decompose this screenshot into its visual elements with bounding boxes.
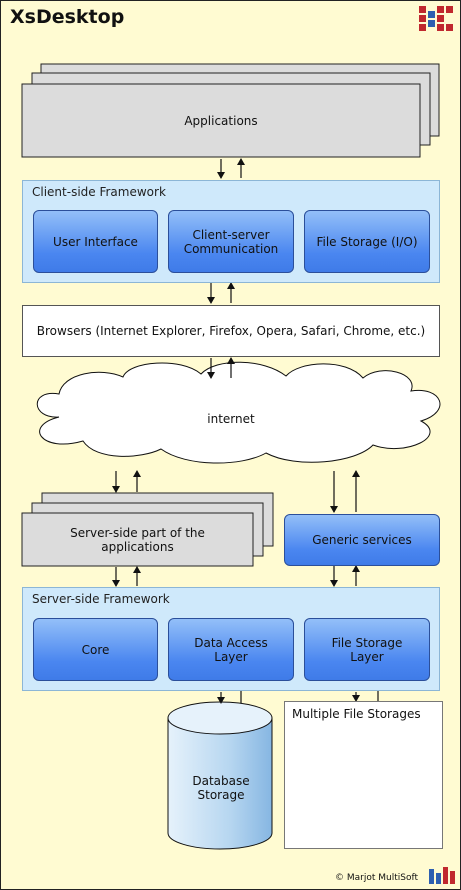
core-box: Core bbox=[33, 618, 158, 681]
company-logo bbox=[419, 6, 453, 31]
database-storage-label: Database Storage bbox=[192, 774, 250, 802]
generic-services-box: Generic services bbox=[284, 514, 440, 566]
data-access-layer-box: Data Access Layer bbox=[168, 618, 294, 681]
server-apps-label: Server-side part of the applications bbox=[70, 525, 205, 554]
server-framework-label: Server-side Framework bbox=[32, 592, 170, 606]
file-storage-layer-box: File Storage Layer bbox=[304, 618, 430, 681]
server-apps-stack bbox=[21, 492, 274, 567]
browsers-box: Browsers (Internet Explorer, Firefox, Op… bbox=[22, 305, 440, 357]
multiple-file-storages-panel: Multiple File Storages bbox=[284, 701, 443, 849]
client-framework-label: Client-side Framework bbox=[32, 185, 166, 199]
user-interface-box: User Interface bbox=[33, 210, 158, 273]
applications-label: Applications bbox=[184, 113, 258, 128]
footer-logo bbox=[429, 867, 455, 884]
diagram-title: XsDesktop bbox=[10, 6, 125, 28]
internet-label: internet bbox=[207, 412, 255, 426]
client-server-communication-box: Client-server Communication bbox=[168, 210, 294, 273]
file-storage-io-box: File Storage (I/O) bbox=[304, 210, 430, 273]
applications-stack bbox=[21, 63, 440, 158]
database-cylinder bbox=[167, 701, 273, 850]
multiple-file-storages-label: Multiple File Storages bbox=[292, 707, 421, 721]
copyright-text: © Marjot MultiSoft bbox=[335, 873, 418, 883]
internet-cloud bbox=[36, 361, 441, 464]
